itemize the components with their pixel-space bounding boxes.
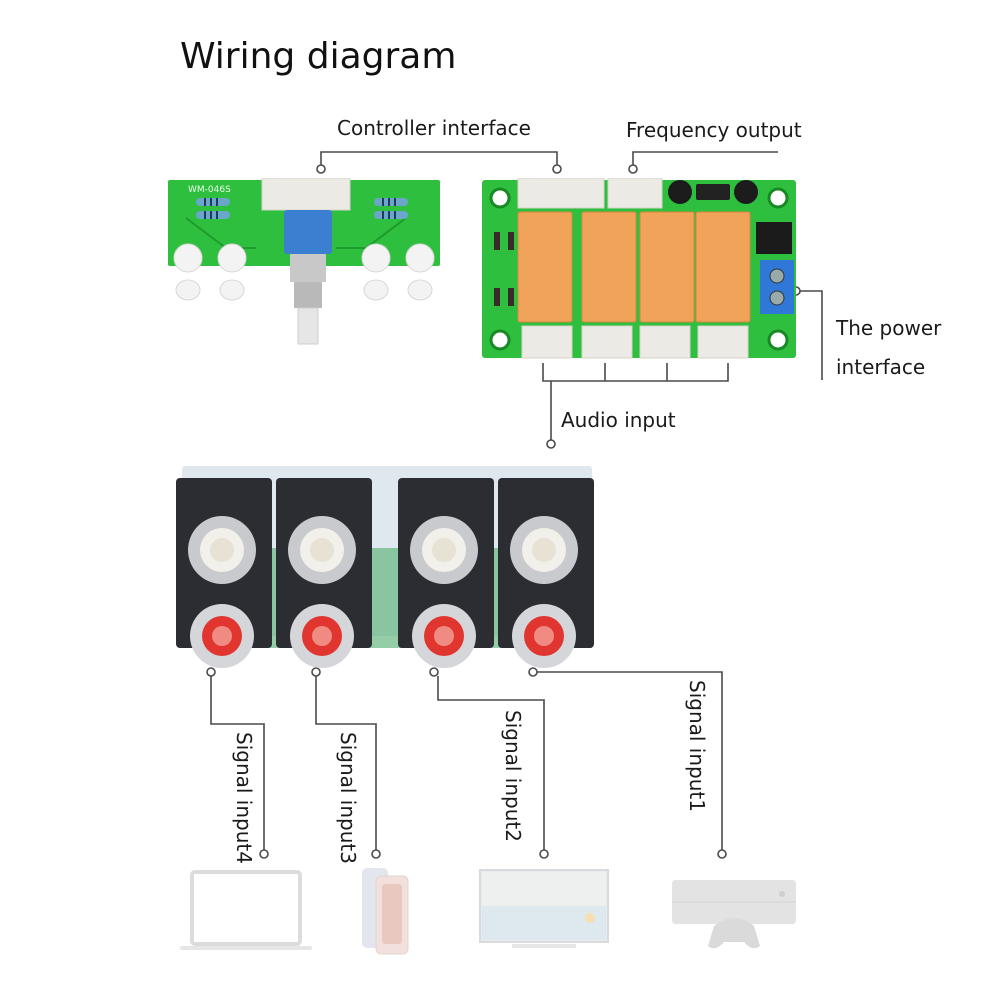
device-dot-3 bbox=[371, 849, 381, 859]
device-dot-1 bbox=[717, 849, 727, 859]
relay-board bbox=[482, 178, 796, 359]
rca-white-jacks bbox=[188, 516, 578, 584]
relay-icons bbox=[517, 211, 751, 323]
frequency-output-line bbox=[632, 151, 778, 165]
controller-dot-right bbox=[552, 164, 562, 174]
signal-input2-line bbox=[437, 676, 545, 850]
device-dot-2 bbox=[539, 849, 549, 859]
signal-input4-label: Signal input4 bbox=[232, 732, 256, 864]
audio-input-connectors bbox=[521, 325, 749, 359]
rca-dot-1 bbox=[528, 667, 538, 677]
controller-interface-connector bbox=[517, 178, 605, 209]
resistor-icons bbox=[196, 198, 408, 219]
signal-input2-label: Signal input2 bbox=[501, 710, 525, 842]
signal-input3-label: Signal input3 bbox=[336, 732, 360, 864]
power-interface-label-line1: The power bbox=[836, 316, 942, 340]
audio-input-bracket bbox=[542, 363, 729, 382]
power-terminal bbox=[760, 260, 794, 314]
laptop-icon bbox=[180, 870, 312, 950]
page-title: Wiring diagram bbox=[180, 36, 457, 77]
audio-input-label: Audio input bbox=[561, 408, 676, 432]
rca-housings bbox=[176, 478, 594, 648]
controller-connector bbox=[261, 178, 351, 211]
power-interface-label-line2: interface bbox=[836, 355, 926, 379]
rca-dot-2 bbox=[429, 667, 439, 677]
smartphone-icon bbox=[362, 868, 409, 955]
signal-input1-line bbox=[537, 671, 723, 850]
audio-dot bbox=[546, 439, 556, 449]
frequency-dot bbox=[628, 164, 638, 174]
rca-block bbox=[176, 466, 594, 668]
rca-red-jacks bbox=[190, 604, 576, 668]
signal-input1-label: Signal input1 bbox=[685, 680, 709, 812]
tv-icon bbox=[479, 869, 609, 948]
frequency-output-connector bbox=[607, 178, 663, 209]
signal-input3-line bbox=[315, 676, 377, 850]
controller-dot-left bbox=[316, 164, 326, 174]
rca-dot-4 bbox=[206, 667, 216, 677]
controller-silkscreen: WM-046S bbox=[188, 185, 231, 195]
power-interface-line bbox=[800, 290, 823, 380]
controller-interface-label: Controller interface bbox=[337, 116, 531, 140]
device-dot-4 bbox=[259, 849, 269, 859]
signal-input4-line bbox=[210, 676, 265, 850]
controller-interface-line bbox=[320, 151, 558, 165]
game-console-icon bbox=[672, 880, 796, 949]
rca-dot-3 bbox=[311, 667, 321, 677]
frequency-output-label: Frequency output bbox=[626, 118, 802, 142]
led-icons bbox=[173, 243, 435, 301]
rotary-switch bbox=[284, 210, 332, 254]
controller-board: WM-046S bbox=[168, 178, 440, 345]
